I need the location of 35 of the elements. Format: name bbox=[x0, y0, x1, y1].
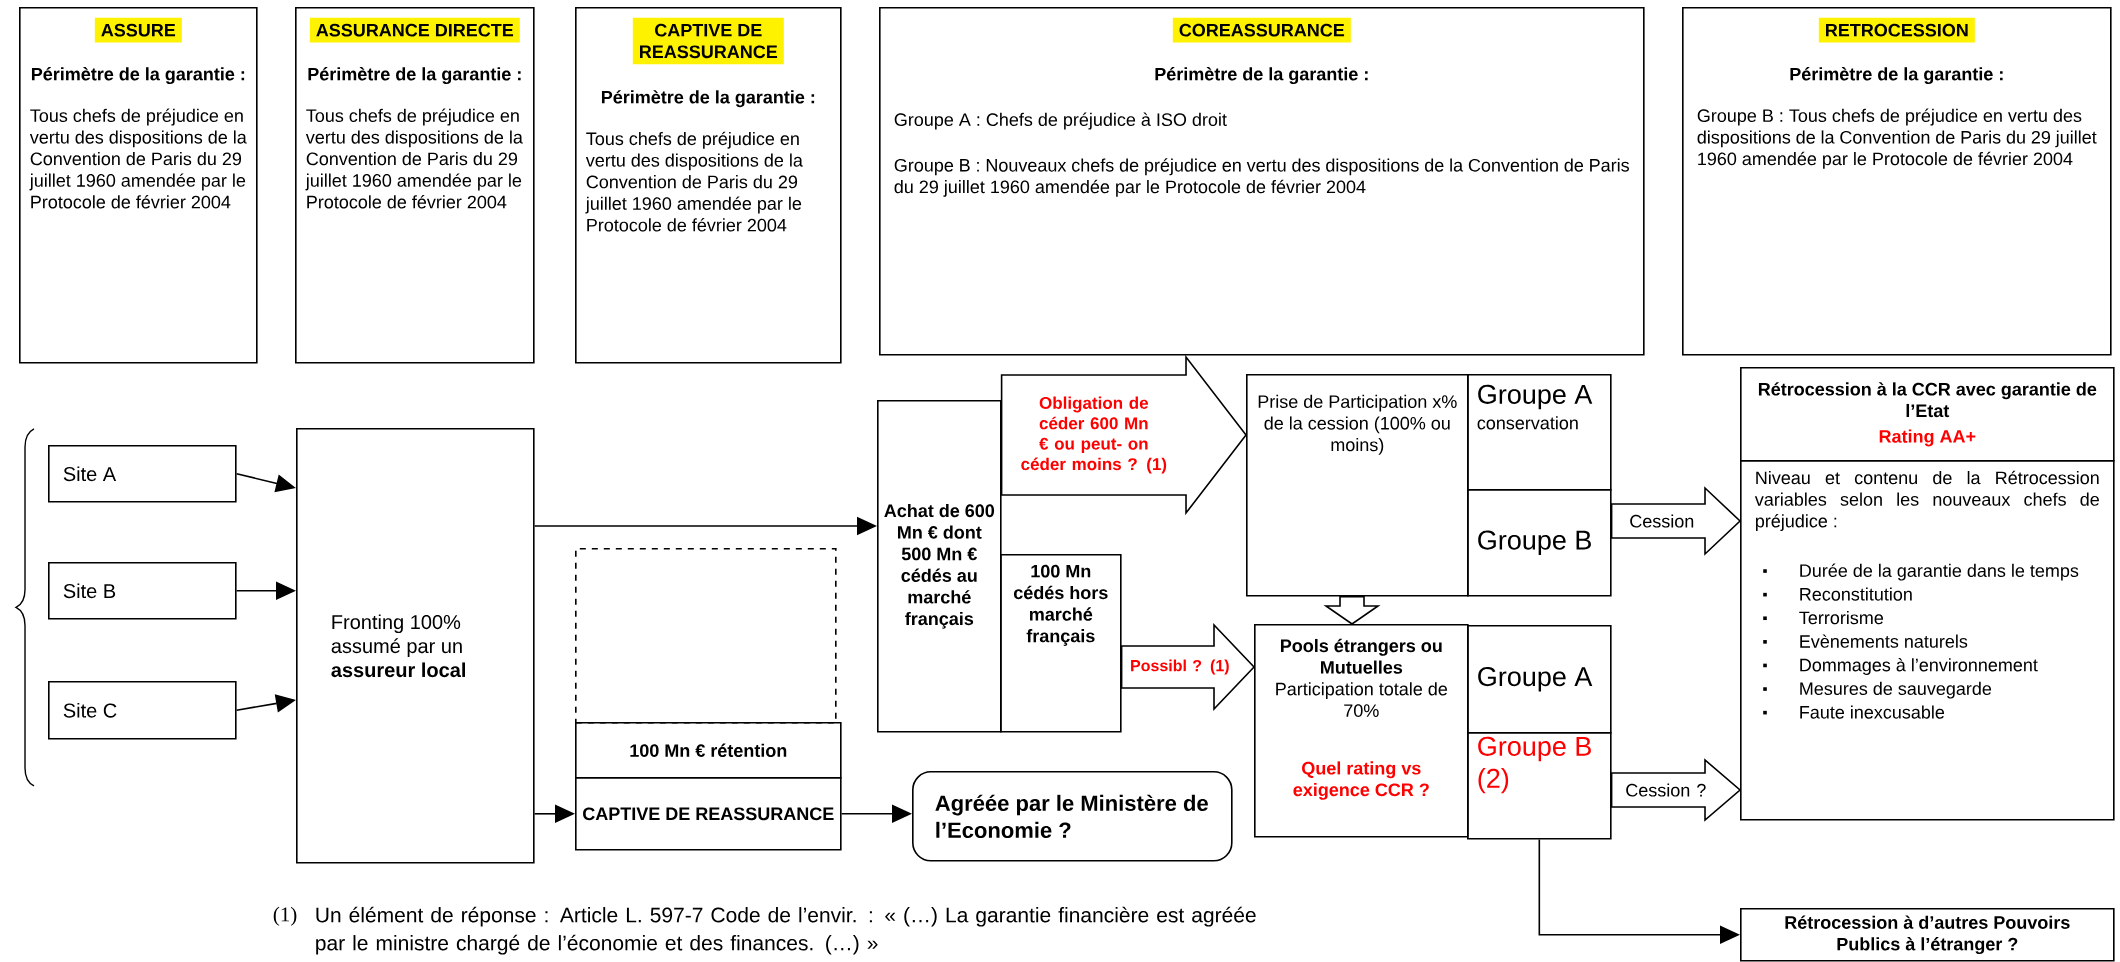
transfer-box: 100 Mn cédés hors marché français bbox=[1000, 554, 1122, 733]
group-box: Groupe B (2) bbox=[1467, 732, 1612, 840]
text-box: RETROCESSION Périmètre de la garantie : Groupe B : Tous chefs de préjudice en vertu des dispositions de la Convention de Paris du 29 juillet 1960 amendée par le Protocole de février 2004 bbox=[1682, 7, 2112, 356]
group-box: Groupe B bbox=[1467, 489, 1612, 597]
site-box: Site A bbox=[48, 445, 237, 503]
block-arrow bbox=[1000, 354, 1247, 516]
group-box: Groupe A conservation bbox=[1467, 374, 1612, 491]
text-box: ASSURE Périmètre de la garantie : Tous chefs de préjudice en vertu des dispositions de la Convention de Paris du 29 juillet 1960 amendée par le Protocole de février 2004 bbox=[19, 7, 258, 364]
edge-label: Obligation de céder 600 Mn € ou peut- on céder moins ? (1) bbox=[1021, 396, 1167, 474]
block-arrow bbox=[1610, 758, 1742, 822]
text-box: CAPTIVE DE REASSURANCE Périmètre de la garantie : Tous chefs de préjudice en vertu des dispositions de la Convention de Paris du 29 juillet 1960 amendée par le Protocole de février 2004 bbox=[575, 7, 842, 364]
edge-label: Cession bbox=[1630, 514, 1694, 528]
group-box: Groupe A bbox=[1467, 625, 1612, 734]
site-box: Site C bbox=[48, 681, 237, 740]
block-arrow bbox=[1610, 486, 1742, 556]
text-box: COREASSURANCE Périmètre de la garantie : Groupe A : Chefs de préjudice à ISO droit Groupe B : Nouveaux chefs de préjudice en vertu des dispositions de la Convention de Paris du 29 juillet 1960 amendée par le Protocole de février 2004 bbox=[879, 7, 1645, 356]
footnote-number: (1) bbox=[273, 906, 297, 926]
purchase-box: Achat de 600 Mn € dont 500 Mn € cédés au marché français bbox=[877, 400, 1002, 733]
footnote-text: Un élément de réponse : Article L. 597-7 Code de l’envir. : « (…) La garantie financière est agréée par le ministre chargé de l’économie et des finances. (…) » bbox=[316, 906, 1256, 955]
text-box: ASSURANCE DIRECTE Périmètre de la garantie : Tous chefs de préjudice en vertu des dispositions de la Convention de Paris du 29 juillet 1960 amendée par le Protocole de février 2004 bbox=[295, 7, 535, 364]
retrocession-detail-box: Niveau et contenu de la Rétrocession variables selon les nouveaux chefs de préjudice : Durée de la garantie dans le temps Reconstitution Terrorisme Evènements naturels Dommages à l’environnement Mesures de sauvegarde Faute inexcusable bbox=[1740, 460, 2115, 821]
edge-label: Possibl ? (1) bbox=[1131, 659, 1229, 675]
site-box: Site B bbox=[48, 562, 237, 620]
fronting-box: Fronting 100% assumé par un assureur local bbox=[296, 428, 535, 864]
captive-box: CAPTIVE DE REASSURANCE bbox=[575, 777, 842, 851]
edge-label: Cession ? bbox=[1626, 783, 1706, 797]
block-arrow bbox=[1120, 623, 1256, 711]
retrocession-box: Rétrocession à la CCR avec garantie de l’Etat Rating AA+ bbox=[1740, 367, 2115, 462]
block-arrow bbox=[1323, 595, 1381, 625]
retention-box: 100 Mn € rétention bbox=[575, 722, 842, 779]
participation-box: Prise de Participation x% de la cession (100% ou moins) bbox=[1246, 374, 1469, 597]
retrocession-box: Rétrocession à d’autres Pouvoirs Publics à l’étranger ? bbox=[1740, 908, 2115, 962]
pool-box: Pools étrangers ou Mutuelles Participation totale de 70% Quel rating vs exigence CCR ? bbox=[1254, 624, 1469, 838]
dashed-box bbox=[575, 548, 837, 724]
approval-box: Agréée par le Ministère de l’Economie ? bbox=[912, 771, 1233, 862]
